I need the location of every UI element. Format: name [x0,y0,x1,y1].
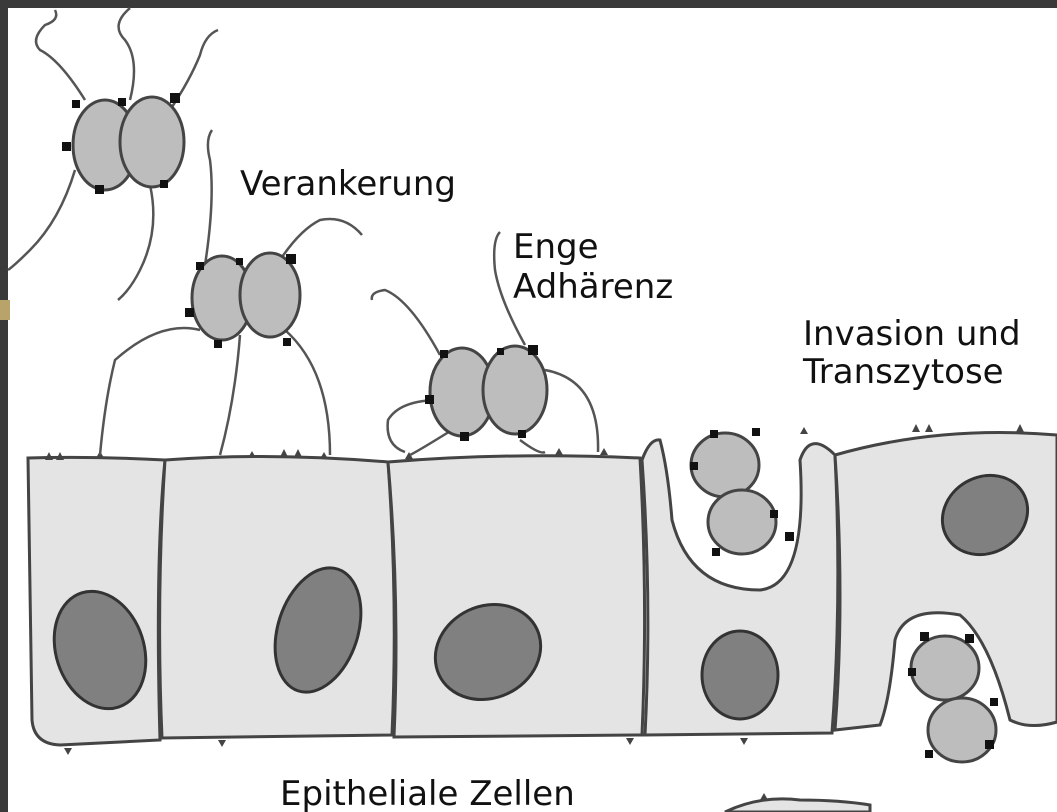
bacterium-adherence-b [483,346,547,434]
label-transzytose: Transzytose [802,352,1004,392]
label-epitheliale-zellen: Epitheliale Zellen [280,774,575,812]
nucleus-4 [702,631,778,719]
bacterium-invasion-b [708,490,776,554]
bacterium-transcytosis-b [928,698,996,762]
label-enge: Enge [513,227,599,267]
frame-marker [0,300,10,320]
bacterium-transcytosis-a [911,636,979,700]
bacterium-anchoring-b [240,253,300,337]
bacterium-invasion-a [691,433,759,497]
bacterium-top-left-b [120,97,184,187]
label-verankerung: Verankerung [240,164,456,204]
epithelial-cell-3 [388,456,645,737]
label-invasion-und: Invasion und [803,314,1021,354]
label-adhaerenz: Adhärenz [513,267,673,307]
